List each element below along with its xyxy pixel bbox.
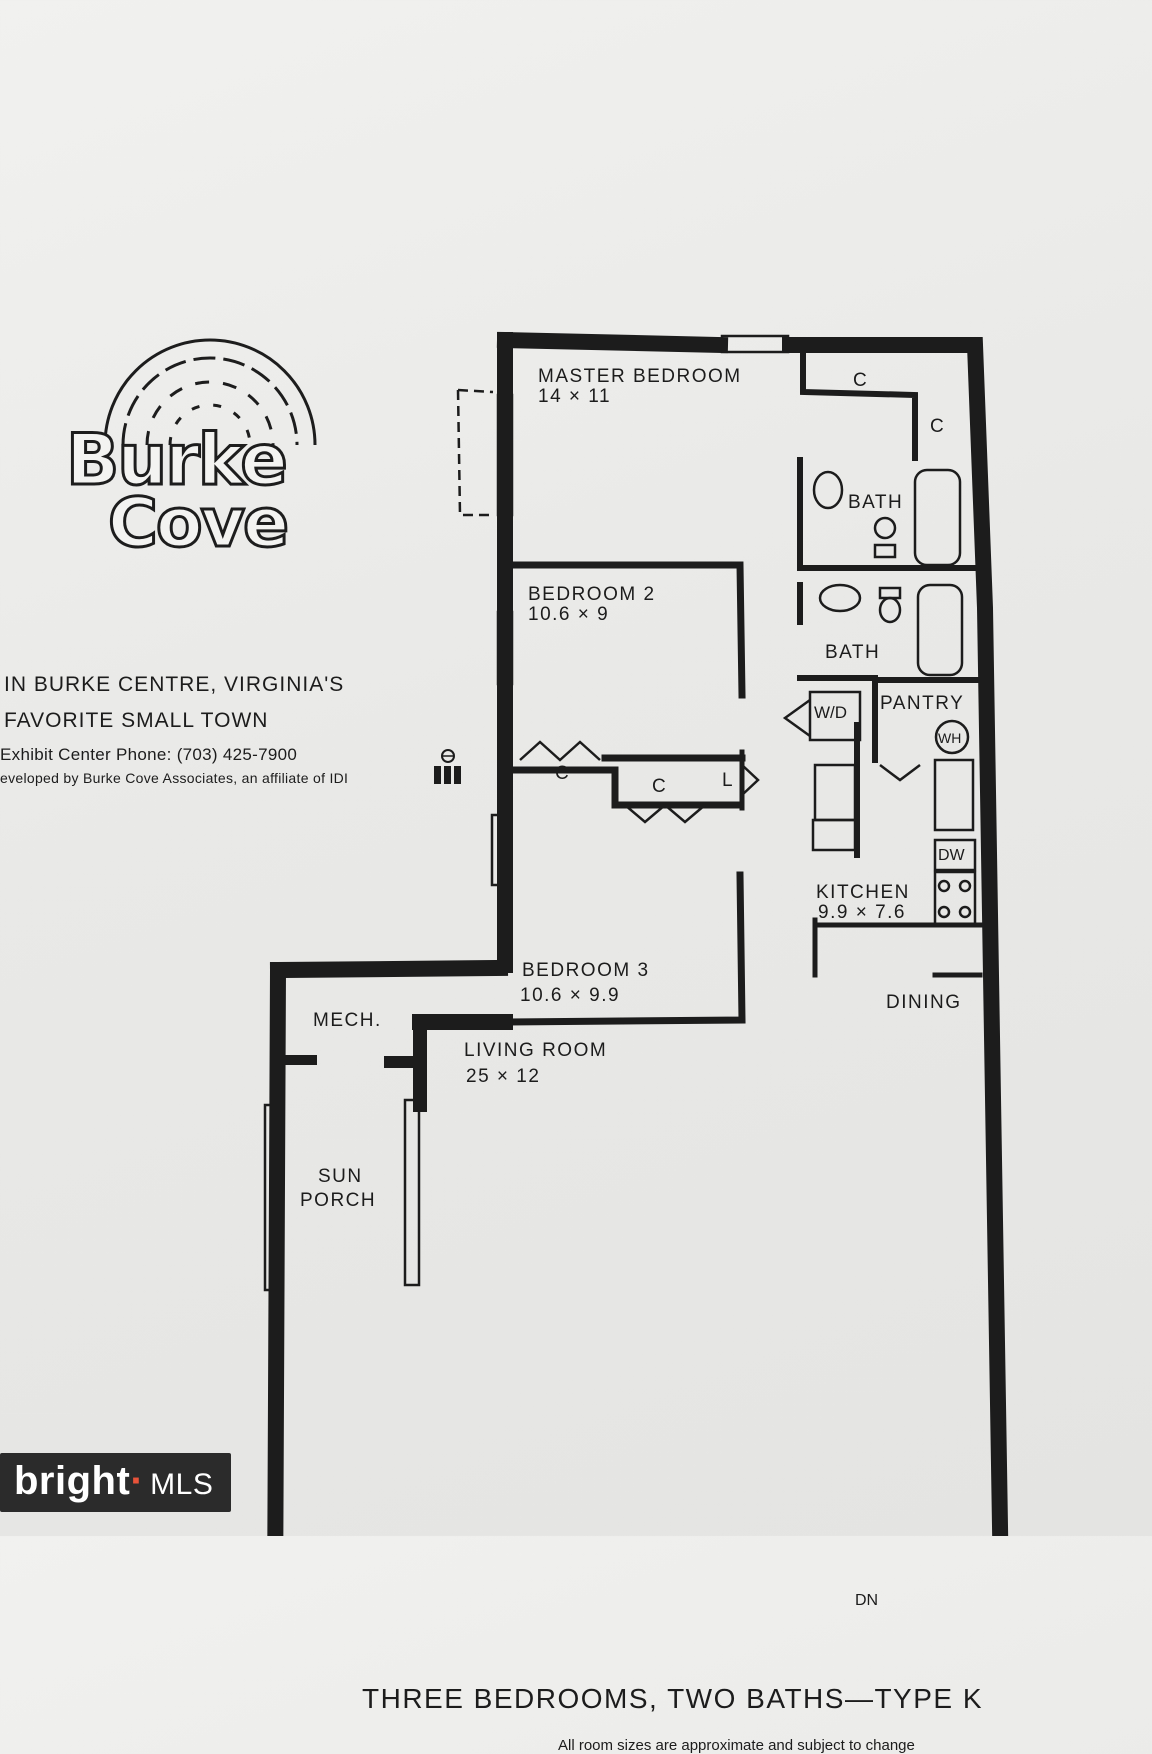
- water-heater-label: WH: [938, 730, 962, 746]
- bedroom-2-label: BEDROOM 2: [528, 584, 656, 605]
- master-bath-label: BATH: [848, 492, 904, 513]
- bedroom-2-size: 10.6 × 9: [528, 604, 610, 625]
- bedroom-3-size: 10.6 × 9.9: [520, 985, 621, 1006]
- fixtures: [263, 334, 977, 1292]
- closet-label: C: [555, 763, 571, 784]
- brightmls-watermark: bright·MLS: [0, 1453, 232, 1512]
- mech-label: MECH.: [313, 1010, 382, 1031]
- idi-mark-icon: [434, 749, 461, 784]
- logo-line-2: Cove: [106, 484, 290, 563]
- walls: [267, 331, 1009, 1536]
- sun-porch-label-2: PORCH: [300, 1190, 377, 1211]
- developer-line: eveloped by Burke Cove Associates, an af…: [0, 770, 349, 786]
- logo-line-1: Burke: [65, 419, 290, 501]
- floor-plan: [263, 331, 1009, 1536]
- linen-closet-label: L: [722, 770, 735, 791]
- phone-line: Exhibit Center Phone: (703) 425-7900: [0, 745, 298, 764]
- closet-label: C: [853, 370, 869, 391]
- tagline: FAVORITE SMALL TOWN: [4, 709, 269, 732]
- disclaimer-note: All room sizes are approximate and subje…: [558, 1737, 915, 1754]
- washer-dryer-label: W/D: [814, 703, 848, 722]
- master-bedroom-label: MASTER BEDROOM: [538, 366, 742, 387]
- master-bedroom-size: 14 × 11: [538, 386, 612, 407]
- living-room-label: LIVING ROOM: [464, 1040, 608, 1061]
- location-line: IN BURKE CENTRE, VIRGINIA'S: [4, 673, 345, 696]
- dishwasher-label: DW: [938, 847, 965, 864]
- living-room-size: 25 × 12: [466, 1066, 541, 1087]
- sun-porch-label-1: SUN: [318, 1166, 363, 1187]
- watermark-brand: bright: [14, 1459, 131, 1503]
- closet-label: C: [652, 776, 668, 797]
- bedroom-3-label: BEDROOM 3: [522, 960, 650, 981]
- watermark-dot-icon: ·: [130, 1459, 145, 1503]
- closet-label: C: [930, 416, 946, 437]
- hall-bath-label: BATH: [825, 642, 881, 663]
- logo-arcs-icon: [103, 338, 317, 446]
- kitchen-label: KITCHEN: [816, 882, 910, 903]
- dining-label: DINING: [886, 992, 962, 1013]
- plan-caption: THREE BEDROOMS, TWO BATHS—TYPE K: [362, 1683, 984, 1714]
- down-stairs-label: DN: [855, 1592, 879, 1609]
- watermark-mls: MLS: [150, 1468, 214, 1501]
- kitchen-size: 9.9 × 7.6: [818, 902, 906, 923]
- pantry-label: PANTRY: [880, 693, 965, 714]
